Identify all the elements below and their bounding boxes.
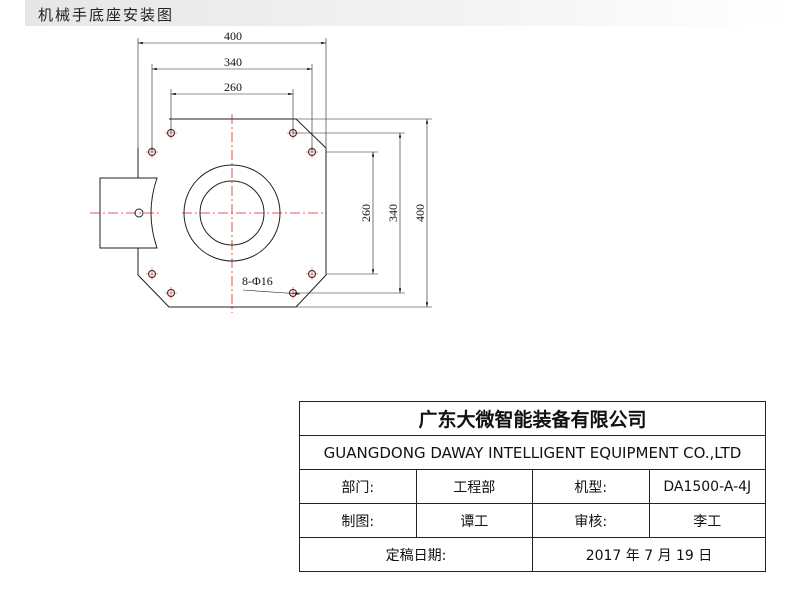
centerlines [90,114,323,313]
review-value: 李工 [648,503,766,538]
dim-width-400: 400 [224,29,242,43]
date-value: 2017 年 7 月 19 日 [532,537,766,572]
drawn-label: 制图: [299,503,417,538]
dim-height-340: 340 [386,204,400,222]
dim-height-400: 400 [413,204,427,222]
review-label: 审核: [532,503,650,538]
model-label: 机型: [532,469,650,504]
dim-width-340: 340 [224,55,242,69]
hole-callout: 8-Φ16 [242,274,273,288]
dim-width-260: 260 [224,80,242,94]
title-block: 广东大微智能装备有限公司 GUANGDONG DAWAY INTELLIGENT… [299,401,766,572]
dept-value: 工程部 [415,469,533,504]
company-name-en: GUANGDONG DAWAY INTELLIGENT EQUIPMENT CO… [299,435,766,470]
model-value: DA1500-A-4J [648,469,766,504]
base-drawing: 400 340 260 260 340 400 8-Φ16 [90,29,432,313]
drawn-value: 谭工 [415,503,533,538]
inner-bore [199,180,265,246]
company-name-cn: 广东大微智能装备有限公司 [299,401,766,436]
side-block [99,177,158,249]
dimension-lines [137,38,432,308]
page-title: 机械手底座安装图 [38,6,175,24]
side-hole [134,208,144,218]
dim-height-260: 260 [359,204,373,222]
date-label: 定稿日期: [299,537,533,572]
outer-ring [183,164,281,262]
dept-label: 部门: [299,469,417,504]
title-bar: 机械手底座安装图 [25,0,790,26]
